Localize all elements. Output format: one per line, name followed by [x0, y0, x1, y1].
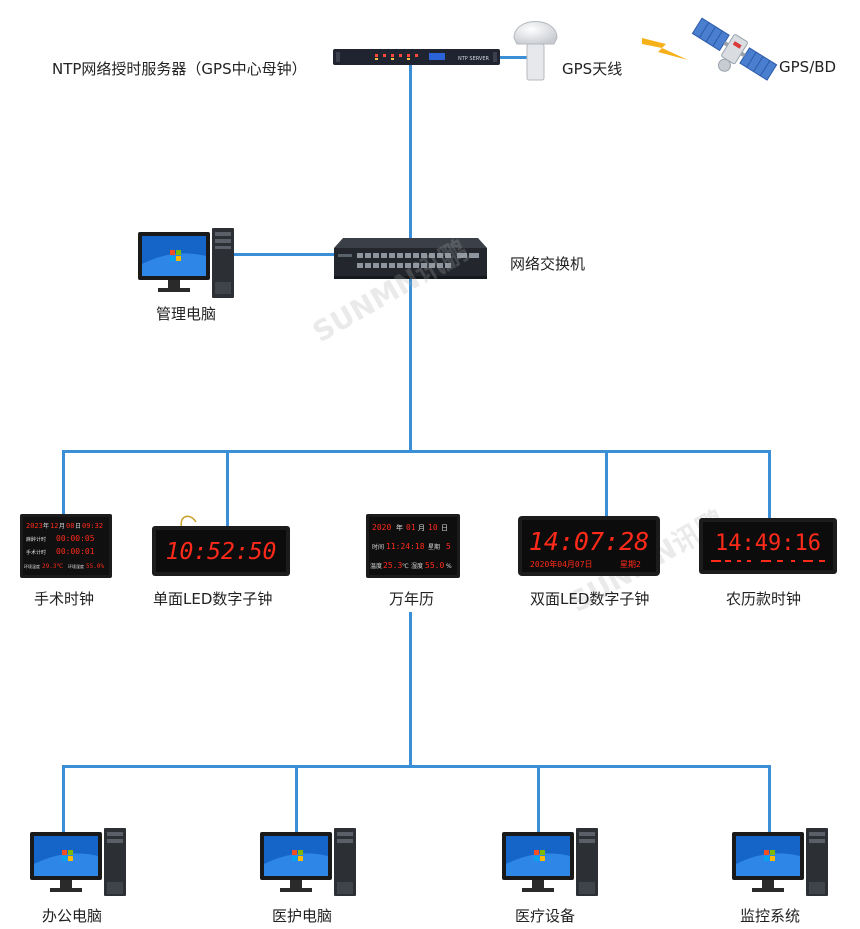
calendar-day: 10 [428, 523, 438, 532]
calendar-time-label: 时间 [372, 543, 384, 551]
medical-device-icon [500, 828, 600, 898]
surgery-timer-label: 手术计时 [26, 549, 46, 556]
terminal-drop-1 [62, 765, 65, 832]
clock-drop-4 [605, 450, 608, 520]
perpetual-calendar-label: 万年历 [389, 590, 435, 608]
surgery-year: 2023 [26, 522, 43, 530]
lunar-clock-time: 14:49:16 [715, 531, 821, 556]
admin-pc-link [232, 253, 335, 256]
server-label: NTP网络授时服务器（GPS中心母钟） [52, 60, 307, 78]
terminal-drop-2 [295, 765, 298, 832]
antenna-label: GPS天线 [562, 60, 623, 78]
server-panel-text: NTP SERVER [458, 56, 490, 62]
clock-drop-1 [62, 450, 65, 520]
anesthesia-timer-value: 00:00:05 [56, 534, 95, 543]
trunk-line-bottom [409, 612, 412, 766]
nurse-pc-label: 医护电脑 [272, 907, 333, 925]
surgery-year-unit: 年 [43, 522, 49, 530]
terminal-bus [62, 765, 771, 768]
signal-lightning-icon [640, 30, 690, 66]
single-led-clock-device: 10:52:50 [150, 514, 292, 578]
medical-device-label: 医疗设备 [515, 907, 576, 925]
surgery-day: 08 [66, 522, 74, 530]
calendar-humidity-label: 湿度 [411, 562, 423, 570]
calendar-day-unit: 日 [441, 524, 448, 532]
surgery-month-unit: 月 [59, 523, 65, 530]
clock-drop-2 [226, 450, 229, 527]
satellite-label: GPS/BD [779, 58, 837, 76]
satellite-icon [688, 10, 780, 90]
lunar-clock-device: 14:49:16 [699, 518, 837, 576]
env-humidity-value: 55.0% [86, 563, 104, 570]
antenna-link [498, 56, 536, 59]
double-led-clock-label: 双面LED数字子钟 [530, 590, 650, 608]
surgery-clock-device: 2023 年 12 月 08 日 09:32 麻醉计时 00:00:05 手术计… [20, 514, 112, 578]
clock-drop-5 [768, 450, 771, 520]
double-led-weekday: 星期2 [620, 560, 641, 569]
calendar-weekday-label: 星期 [428, 543, 440, 551]
surgery-day-unit: 日 [75, 523, 81, 530]
lunar-clock-label: 农历款时钟 [726, 590, 802, 608]
monitoring-system-icon [730, 828, 830, 898]
calendar-year-unit: 年 [396, 523, 403, 532]
network-switch-device [333, 236, 488, 280]
admin-pc-icon [136, 226, 236, 302]
env-temp-label: 环境温度 [24, 563, 40, 569]
gps-antenna-icon [508, 8, 563, 83]
anesthesia-timer-label: 麻醉计时 [26, 536, 46, 543]
clock-bus [62, 450, 771, 453]
surgery-time: 09:32 [82, 522, 103, 530]
calendar-year: 2020 [372, 523, 391, 532]
env-temp-value: 29.3℃ [42, 563, 63, 570]
terminal-drop-4 [768, 765, 771, 832]
double-led-time: 14:07:28 [529, 527, 649, 556]
admin-pc-label: 管理电脑 [156, 305, 217, 323]
trunk-line-mid [409, 276, 412, 450]
single-led-time: 10:52:50 [166, 539, 277, 565]
switch-label: 网络交换机 [510, 255, 586, 273]
double-led-clock-device: 14:07:28 2020年04月07日 星期2 [518, 514, 660, 578]
perpetual-calendar-device: 2020 年 01 月 10 日 时间 11:24:18 星期 5 温度 25.… [366, 514, 460, 578]
surgery-clock-label: 手术时钟 [34, 590, 95, 608]
terminal-drop-3 [537, 765, 540, 832]
monitoring-system-label: 监控系统 [740, 907, 801, 925]
calendar-temp-label: 温度 [370, 562, 382, 570]
calendar-temp-unit: ℃ [402, 563, 409, 570]
calendar-month-unit: 月 [418, 524, 425, 532]
calendar-month: 01 [406, 523, 416, 532]
calendar-humidity-value: 55.0 [425, 561, 444, 570]
nurse-pc-icon [258, 828, 358, 898]
single-led-clock-label: 单面LED数字子钟 [153, 590, 273, 608]
surgery-timer-value: 00:00:01 [56, 547, 95, 556]
env-humidity-label: 环境湿度 [68, 563, 84, 569]
calendar-weekday-value: 5 [446, 542, 451, 551]
office-pc-label: 办公电脑 [42, 907, 103, 925]
trunk-line-top [409, 62, 412, 252]
calendar-humidity-unit: % [446, 563, 452, 570]
ntp-server-device: NTP SERVER [333, 48, 500, 66]
calendar-time-value: 11:24:18 [386, 542, 425, 551]
surgery-month: 12 [50, 522, 58, 530]
office-pc-icon [28, 828, 128, 898]
double-led-date: 2020年04月07日 [530, 559, 593, 569]
calendar-temp-value: 25.3 [383, 561, 402, 570]
